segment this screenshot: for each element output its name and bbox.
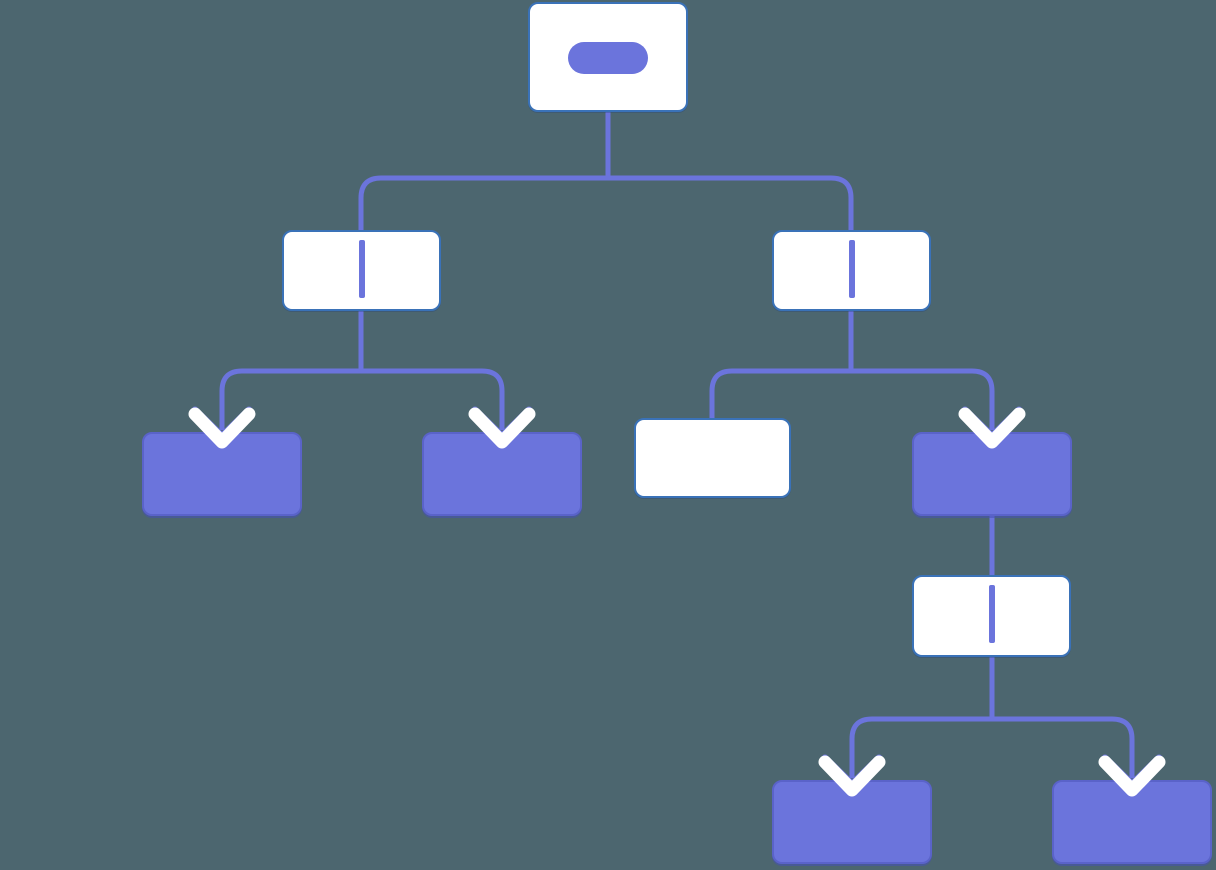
connector-e4 [358, 311, 505, 430]
connector-e2 [605, 112, 854, 230]
node-n9[interactable] [772, 780, 932, 864]
connector-e8 [849, 657, 995, 778]
node-n10[interactable] [1052, 780, 1212, 864]
node-n4[interactable] [142, 432, 302, 516]
connector-e3 [219, 311, 364, 430]
node-n8-bar [989, 585, 995, 643]
node-n5[interactable] [422, 432, 582, 516]
node-n1-pill [568, 42, 648, 74]
connector-e6 [848, 311, 995, 430]
node-n6[interactable] [634, 418, 791, 498]
node-n3-bar [849, 240, 855, 298]
node-n7[interactable] [912, 432, 1072, 516]
connector-e1 [358, 112, 611, 230]
node-n1[interactable] [528, 2, 688, 112]
node-n2-bar [359, 240, 365, 298]
connector-e9 [989, 657, 1135, 778]
connector-e5 [709, 311, 854, 418]
